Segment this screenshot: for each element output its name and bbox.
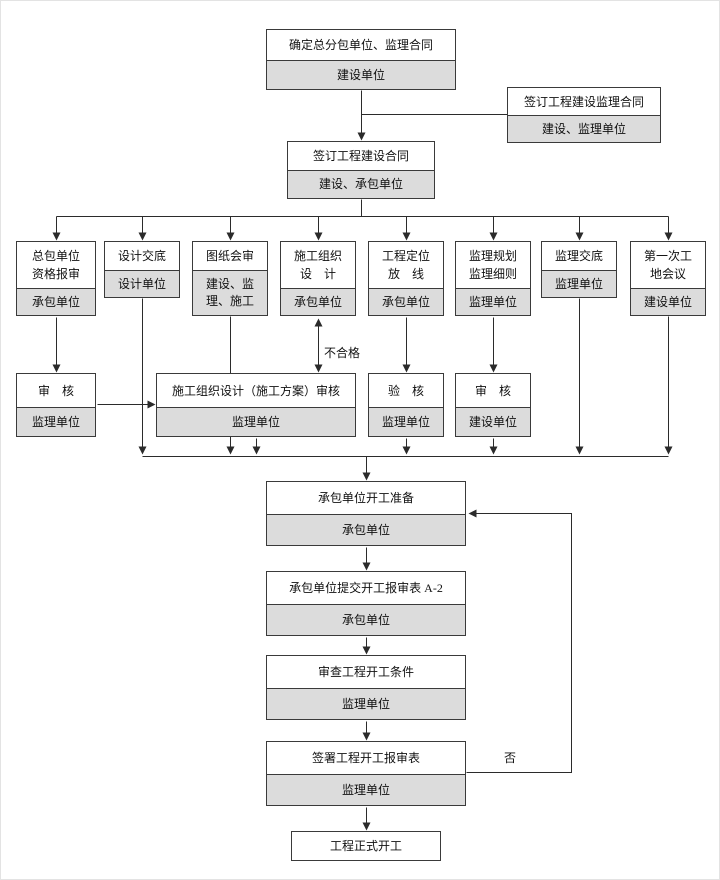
- node-unit: 承包单位: [267, 604, 465, 635]
- node-design-disclosure: 设计交底 设计单位: [104, 241, 180, 298]
- node-start-preparation: 承包单位开工准备 承包单位: [266, 481, 466, 546]
- node-construction-org-design: 施工组织 设 计 承包单位: [280, 241, 356, 316]
- node-title: 监理交底: [542, 242, 616, 270]
- node-unit: 设计单位: [105, 270, 179, 297]
- node-unit: 承包单位: [369, 288, 443, 315]
- node-unit: 建设、承包单位: [288, 170, 434, 198]
- node-unit: 建设、监理单位: [508, 115, 660, 142]
- node-title: 图纸会审: [193, 242, 267, 270]
- node-title: 确定总分包单位、监理合同: [267, 30, 455, 60]
- label-no: 否: [503, 749, 518, 766]
- node-title: 审 核: [17, 374, 95, 407]
- label-unqualified: 不合格: [323, 344, 362, 361]
- node-title: 施工组织 设 计: [281, 242, 355, 288]
- node-check-start-conditions: 审查工程开工条件 监理单位: [266, 655, 466, 720]
- node-unit: 监理单位: [17, 407, 95, 436]
- node-unit: 承包单位: [267, 514, 465, 545]
- node-title: 第一次工 地会议: [631, 242, 705, 288]
- node-title: 设计交底: [105, 242, 179, 270]
- node-submit-start-form: 承包单位提交开工报审表 A-2 承包单位: [266, 571, 466, 636]
- node-determine-contract: 确定总分包单位、监理合同 建设单位: [266, 29, 456, 90]
- node-supervision-disclosure: 监理交底 监理单位: [541, 241, 617, 298]
- node-subcontract-qualification: 总包单位 资格报审 承包单位: [16, 241, 96, 316]
- node-sign-start-form: 签署工程开工报审表 监理单位: [266, 741, 466, 806]
- node-positioning-setting-out: 工程定位 放 线 承包单位: [368, 241, 444, 316]
- edge-no-feedback-loop: [466, 509, 572, 773]
- node-unit: 承包单位: [281, 288, 355, 315]
- node-title: 验 核: [369, 374, 443, 407]
- node-verify-check: 验 核 监理单位: [368, 373, 444, 437]
- node-org-design-review: 施工组织设计（施工方案）审核 监理单位: [156, 373, 356, 437]
- node-title: 施工组织设计（施工方案）审核: [157, 374, 355, 407]
- node-unit: 建设单位: [631, 288, 705, 315]
- node-title: 审查工程开工条件: [267, 656, 465, 688]
- node-sign-construction-contract: 签订工程建设合同 建设、承包单位: [287, 141, 435, 199]
- node-unit: 监理单位: [267, 774, 465, 805]
- node-first-site-meeting: 第一次工 地会议 建设单位: [630, 241, 706, 316]
- node-review-supervisor: 审 核 监理单位: [16, 373, 96, 437]
- node-unit: 建设、监 理、施工: [193, 270, 267, 315]
- node-title: 监理规划 监理细则: [456, 242, 530, 288]
- node-unit: 监理单位: [157, 407, 355, 436]
- node-title: 承包单位开工准备: [267, 482, 465, 514]
- node-title: 总包单位 资格报审: [17, 242, 95, 288]
- node-supervision-plan: 监理规划 监理细则 监理单位: [455, 241, 531, 316]
- node-unit: 监理单位: [542, 270, 616, 297]
- node-title: 签订工程建设监理合同: [508, 88, 660, 115]
- node-title: 工程正式开工: [292, 832, 440, 860]
- node-unit: 建设单位: [456, 407, 530, 436]
- node-sign-supervision-contract: 签订工程建设监理合同 建设、监理单位: [507, 87, 661, 143]
- node-official-start: 工程正式开工: [291, 831, 441, 861]
- node-unit: 承包单位: [17, 288, 95, 315]
- node-title: 审 核: [456, 374, 530, 407]
- node-unit: 监理单位: [369, 407, 443, 436]
- node-owner-review: 审 核 建设单位: [455, 373, 531, 437]
- node-title: 承包单位提交开工报审表 A-2: [267, 572, 465, 604]
- node-unit: 监理单位: [267, 688, 465, 719]
- node-title: 工程定位 放 线: [369, 242, 443, 288]
- node-unit: 建设单位: [267, 60, 455, 89]
- node-unit: 监理单位: [456, 288, 530, 315]
- node-drawing-review: 图纸会审 建设、监 理、施工: [192, 241, 268, 316]
- node-title: 签署工程开工报审表: [267, 742, 465, 774]
- node-title: 签订工程建设合同: [288, 142, 434, 170]
